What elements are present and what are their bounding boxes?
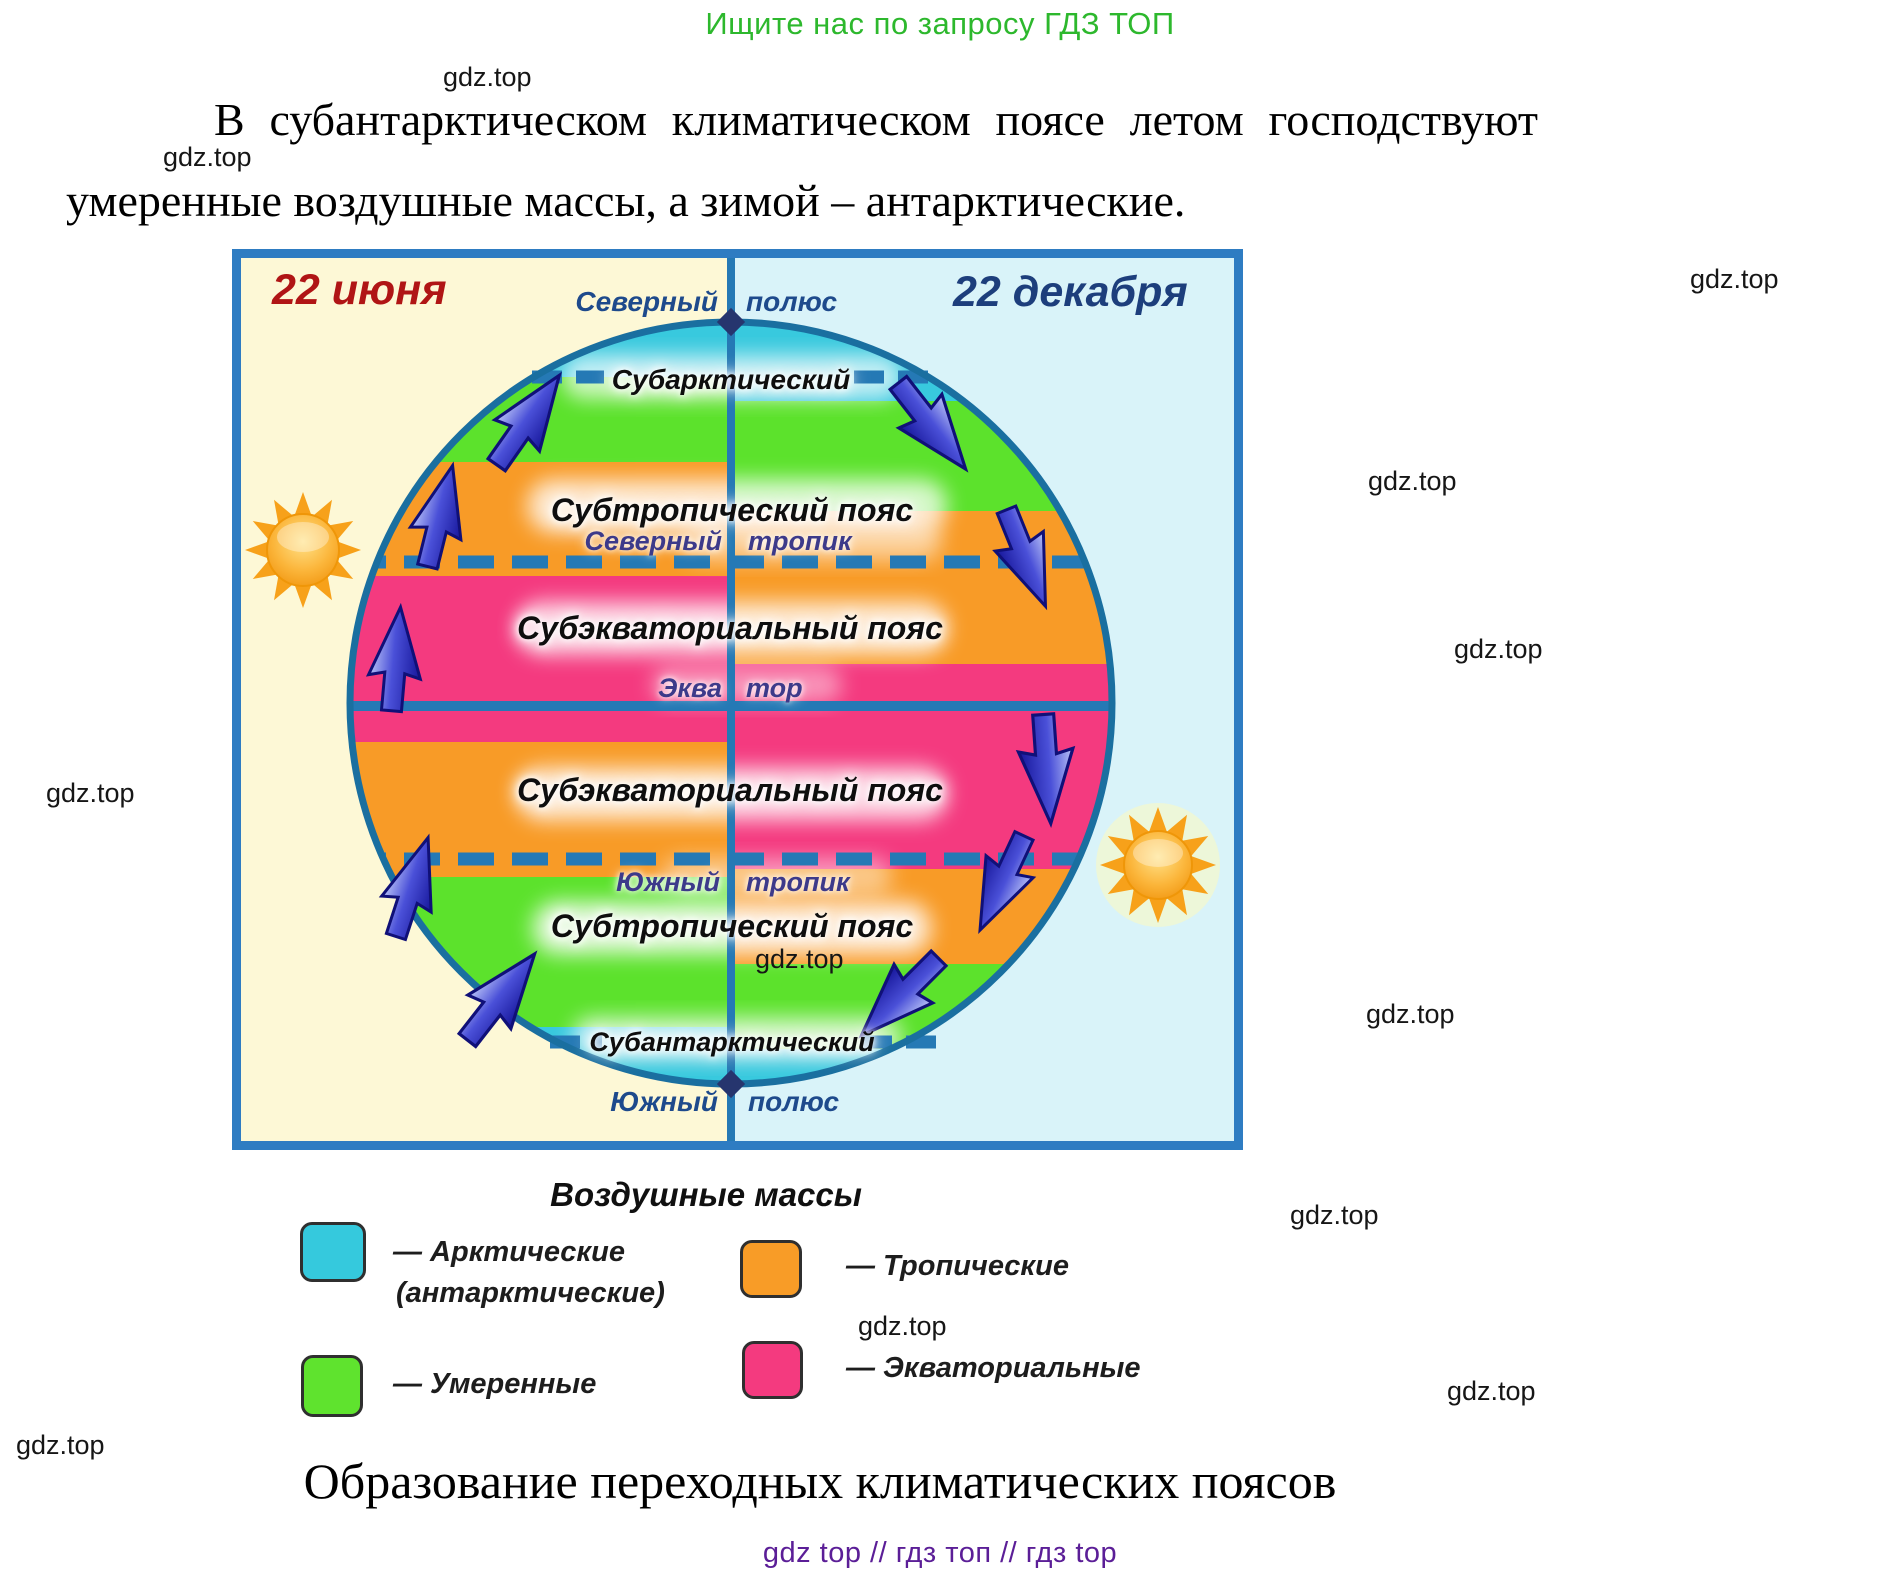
legend-swatch-temperate [301, 1355, 363, 1417]
watermark: gdz.top [16, 1430, 105, 1460]
climate-belts-diagram: Северный полюс Субарктический Субтропиче… [232, 249, 1243, 1150]
watermark: gdz.top [755, 944, 844, 974]
equator-label-west: Эква [658, 673, 722, 703]
equator-label-east: тор [746, 673, 803, 703]
north-pole-label-west: Северный [575, 286, 718, 317]
subarctic-belt-label: Субарктический [612, 364, 851, 395]
watermark: gdz.top [1368, 466, 1457, 496]
watermark: gdz.top [858, 1311, 947, 1341]
south-pole-label-east: полюс [748, 1086, 839, 1117]
legend-swatch-arctic [300, 1222, 366, 1282]
legend-label-tropical: — Тропические [846, 1250, 1069, 1282]
south-pole-label-west: Южный [610, 1086, 718, 1117]
watermark: gdz.top [1447, 1376, 1536, 1406]
legend-label-equatorial: — Экваториальные [846, 1352, 1141, 1384]
watermark: gdz.top [1290, 1200, 1379, 1230]
diagram-frame [232, 249, 1243, 1150]
figure-caption: Образование переходных климатических поя… [303, 1453, 1337, 1509]
watermark: gdz.top [1690, 264, 1779, 294]
intro-paragraph: В субантарктическом климатическом поясе … [66, 94, 1538, 226]
legend-label-temperate: — Умеренные [393, 1368, 597, 1400]
south-tropic-label-east: тропик [746, 867, 851, 897]
subtropical-south-belt-label: Субтропический пояс [551, 908, 914, 944]
north-tropic-label-west: Северный [584, 526, 722, 556]
promo-banner: Ищите нас по запросу ГДЗ ТОП [705, 6, 1175, 41]
subtropical-north-belt-label: Субтропический пояс [551, 492, 914, 528]
north-tropic-label-east: тропик [748, 526, 853, 556]
legend-label-arctic-2: (антарктические) [396, 1277, 665, 1309]
watermark: gdz.top [443, 62, 532, 92]
south-pole-marker [716, 1069, 746, 1099]
watermark: gdz.top [46, 778, 135, 808]
subantarctic-belt-label: Субантарктический [589, 1027, 875, 1057]
june-sun-icon [245, 492, 361, 608]
north-pole-label-east: полюс [746, 286, 837, 317]
date-june-label: 22 июня [272, 266, 447, 314]
legend-label-arctic: — Арктические [393, 1236, 625, 1268]
air-mass-arrows [365, 371, 1076, 1049]
date-december-label: 22 декабря [953, 268, 1188, 316]
watermark: gdz.top [163, 142, 252, 172]
december-sun-icon [1096, 803, 1220, 927]
globe-bands [350, 322, 1112, 1084]
watermark: gdz.top [1454, 634, 1543, 664]
legend-title: Воздушные массы [550, 1176, 862, 1213]
legend-swatch-equatorial [742, 1341, 803, 1399]
subequatorial-south-belt-label: Субэкваториальный пояс [517, 772, 943, 808]
legend-swatch-tropical [740, 1240, 802, 1298]
north-pole-marker [716, 307, 746, 337]
south-tropic-label-west: Южный [616, 867, 720, 897]
footer-watermark: gdz top // гдз топ // гдз top [762, 1537, 1118, 1569]
subequatorial-north-belt-label: Субэкваториальный пояс [517, 610, 943, 646]
watermark: gdz.top [1366, 999, 1455, 1029]
